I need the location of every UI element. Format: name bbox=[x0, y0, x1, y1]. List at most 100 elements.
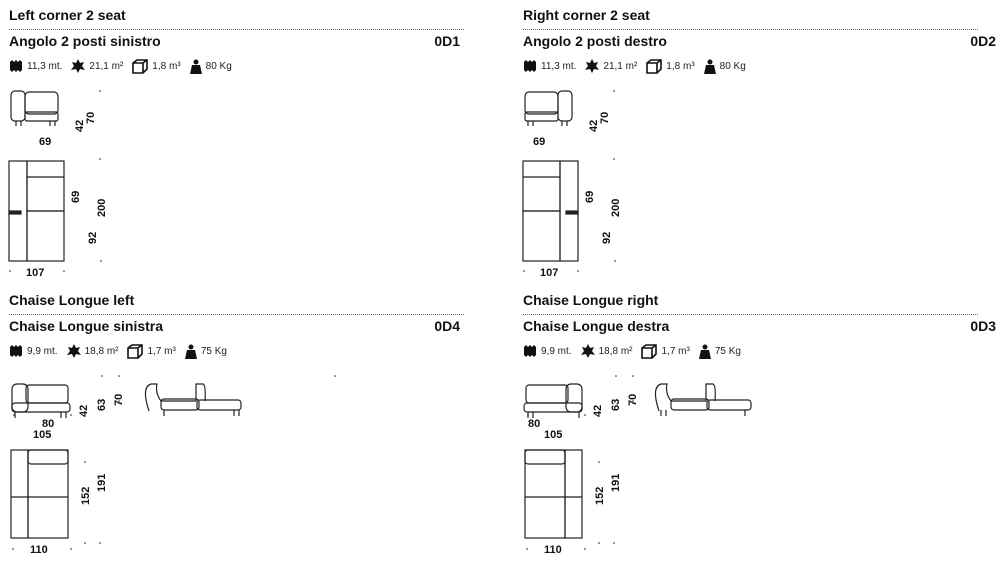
leather-hide-icon bbox=[585, 59, 600, 73]
dim-plan-width: 110 bbox=[544, 544, 562, 556]
fabric-roll-icon bbox=[10, 60, 22, 72]
spec-volume: 1,7 m³ bbox=[127, 343, 176, 359]
dim-seat-height: 42 bbox=[592, 405, 604, 417]
technical-drawing: 42 70 69 69 200 92 107 bbox=[8, 90, 108, 279]
dim-chaise-section: 152 bbox=[80, 487, 92, 505]
weight-icon bbox=[703, 59, 716, 74]
product-card-0d2: Right corner 2 seat Angolo 2 posti destr… bbox=[522, 6, 996, 279]
plan-view bbox=[522, 160, 579, 262]
dim-section-a: 69 bbox=[584, 191, 596, 203]
weight-icon bbox=[189, 59, 202, 74]
spec-weight: 75 Kg bbox=[184, 344, 227, 359]
dim-total-length: 191 bbox=[610, 474, 622, 492]
dim-height: 70 bbox=[599, 112, 611, 124]
technical-drawing: 42 63 70 80 105 152 191 110 bbox=[10, 375, 336, 556]
dim-front-width: 69 bbox=[39, 136, 51, 148]
dim-dots bbox=[523, 90, 616, 272]
weight-value: 75 Kg bbox=[714, 345, 741, 357]
title-italian: Chaise Longue destra bbox=[523, 318, 670, 334]
package-box-icon bbox=[641, 343, 658, 359]
dim-seat-height: 42 bbox=[78, 405, 90, 417]
spec-leather: 21,1 m² bbox=[71, 59, 123, 73]
dim-plan-width: 110 bbox=[30, 544, 48, 556]
leather-hide-icon bbox=[71, 59, 86, 73]
package-box-icon bbox=[132, 58, 149, 74]
volume-value: 1,7 m³ bbox=[147, 345, 176, 357]
front-view bbox=[10, 90, 59, 126]
product-card-0d3: Chaise Longue right Chaise Longue destra… bbox=[523, 291, 996, 561]
dim-dots bbox=[526, 375, 634, 550]
dim-back-height: 63 bbox=[610, 399, 622, 411]
dim-front-width: 80 bbox=[42, 418, 54, 430]
spec-weight: 80 Kg bbox=[189, 59, 232, 74]
title-italian: Angolo 2 posti destro bbox=[523, 33, 667, 49]
technical-drawing: 42 70 69 69 200 92 107 bbox=[522, 90, 622, 279]
leather-value: 18,8 m² bbox=[84, 345, 119, 357]
spec-leather: 18,8 m² bbox=[66, 344, 119, 358]
spec-fabric: 11,3 mt. bbox=[9, 59, 62, 73]
spec-fabric: 9,9 mt. bbox=[9, 344, 58, 358]
title-english: Left corner 2 seat bbox=[9, 7, 126, 23]
spec-leather: 21,1 m² bbox=[585, 59, 637, 73]
dim-front-width: 69 bbox=[533, 136, 545, 148]
dim-section-b: 92 bbox=[87, 232, 99, 244]
leather-value: 18,8 m² bbox=[598, 345, 633, 357]
fabric-roll-icon bbox=[524, 345, 536, 357]
weight-value: 80 Kg bbox=[205, 60, 232, 72]
weight-value: 75 Kg bbox=[200, 345, 227, 357]
spec-row: 11,3 mt. 21,1 m² 1,8 m³ 80 Kg bbox=[9, 57, 241, 75]
dim-total-length: 200 bbox=[610, 199, 622, 217]
spec-volume: 1,8 m³ bbox=[646, 58, 695, 74]
dim-section-b: 92 bbox=[601, 232, 613, 244]
title-italian: Angolo 2 posti sinistro bbox=[9, 33, 161, 49]
product-code: 0D4 bbox=[434, 318, 460, 334]
weight-icon bbox=[184, 344, 197, 359]
dim-height: 70 bbox=[113, 394, 125, 406]
product-code: 0D2 bbox=[970, 33, 996, 49]
fabric-value: 9,9 mt. bbox=[541, 345, 572, 357]
front-view bbox=[524, 90, 573, 126]
leather-hide-icon bbox=[66, 344, 81, 358]
dim-dots bbox=[12, 375, 336, 550]
product-card-0d1: Left corner 2 seat Angolo 2 posti sinist… bbox=[8, 6, 464, 279]
dim-front-width: 80 bbox=[528, 418, 540, 430]
side-view bbox=[144, 383, 242, 416]
dim-plan-width: 107 bbox=[26, 267, 44, 279]
volume-value: 1,8 m³ bbox=[152, 60, 181, 72]
leather-hide-icon bbox=[580, 344, 595, 358]
side-view bbox=[654, 383, 752, 416]
title-english: Right corner 2 seat bbox=[523, 7, 650, 23]
weight-icon bbox=[698, 344, 711, 359]
plan-view bbox=[10, 449, 69, 539]
plan-view bbox=[8, 160, 65, 262]
dim-height: 70 bbox=[85, 112, 97, 124]
spec-volume: 1,7 m³ bbox=[641, 343, 690, 359]
dim-total-length: 200 bbox=[96, 199, 108, 217]
fabric-value: 11,3 mt. bbox=[27, 60, 63, 72]
package-box-icon bbox=[127, 343, 144, 359]
dim-total-length: 191 bbox=[96, 474, 108, 492]
dotted-divider bbox=[523, 314, 978, 315]
technical-drawing: 42 63 70 80 105 152 191 110 bbox=[523, 375, 752, 556]
fabric-roll-icon bbox=[10, 345, 22, 357]
dim-plan-width: 107 bbox=[540, 267, 558, 279]
fabric-value: 11,3 mt. bbox=[541, 60, 577, 72]
fabric-roll-icon bbox=[524, 60, 536, 72]
dotted-divider bbox=[523, 29, 978, 30]
dim-back-height: 63 bbox=[96, 399, 108, 411]
fabric-value: 9,9 mt. bbox=[27, 345, 58, 357]
spec-row: 11,3 mt. 21,1 m² 1,8 m³ 80 Kg bbox=[523, 57, 755, 75]
leather-value: 21,1 m² bbox=[603, 60, 638, 72]
product-code: 0D1 bbox=[434, 33, 460, 49]
weight-value: 80 Kg bbox=[719, 60, 746, 72]
front-view bbox=[11, 383, 71, 418]
dim-height: 70 bbox=[627, 394, 639, 406]
front-view bbox=[523, 383, 583, 418]
dim-chaise-section: 152 bbox=[594, 487, 606, 505]
title-english: Chaise Longue right bbox=[523, 292, 659, 308]
title-italian: Chaise Longue sinistra bbox=[9, 318, 164, 334]
dim-depth-seat: 42 bbox=[588, 120, 600, 132]
dim-section-a: 69 bbox=[70, 191, 82, 203]
title-english: Chaise Longue left bbox=[9, 292, 135, 308]
spec-weight: 75 Kg bbox=[698, 344, 741, 359]
